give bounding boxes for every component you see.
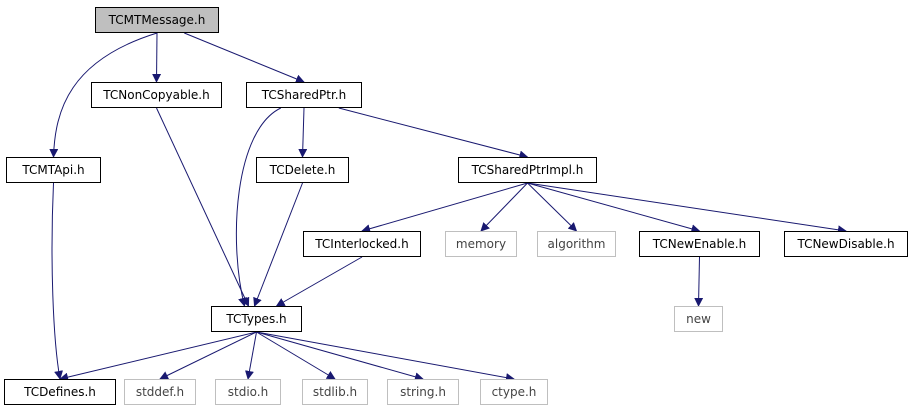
node-ctype[interactable]: ctype.h xyxy=(480,379,548,405)
node-memory[interactable]: memory xyxy=(445,231,517,257)
edge-tcsharedptr-to-tcdelete xyxy=(298,107,308,158)
edge-tcsharedptrimpl-to-tcnewenable xyxy=(527,182,701,234)
node-tcdefines[interactable]: TCDefines.h xyxy=(4,379,116,405)
edge-tcmtmessage-to-tcnoncopyable xyxy=(152,32,162,83)
node-stddef[interactable]: stddef.h xyxy=(124,379,196,405)
edge-tcsharedptrimpl-to-algorithm xyxy=(527,182,578,232)
node-algorithm[interactable]: algorithm xyxy=(537,231,616,257)
edge-tcsharedptrimpl-to-tcinterlocked xyxy=(361,182,528,234)
edge-tcsharedptr-to-tctypes xyxy=(235,107,282,307)
node-tcmtapi[interactable]: TCMTApi.h xyxy=(6,157,101,183)
edge-tcmtapi-to-tcdefines xyxy=(51,182,64,380)
edge-tcmtmessage-to-tcsharedptr xyxy=(184,32,305,84)
node-stdlib[interactable]: stdlib.h xyxy=(302,379,368,405)
edge-tcsharedptrimpl-to-tcnewdisable xyxy=(527,182,847,235)
node-tcnewenable[interactable]: TCNewEnable.h xyxy=(639,231,760,257)
edge-tctypes-to-stdio xyxy=(245,331,257,380)
node-string[interactable]: string.h xyxy=(387,379,459,405)
edge-tctypes-to-stddef xyxy=(159,331,257,380)
edge-tcmtmessage-to-tcmtapi xyxy=(49,32,158,158)
node-tcinterlocked[interactable]: TCInterlocked.h xyxy=(303,231,421,257)
node-tcnewdisable[interactable]: TCNewDisable.h xyxy=(784,231,908,257)
edge-tcinterlocked-to-tctypes xyxy=(275,256,363,307)
node-stdio[interactable]: stdio.h xyxy=(215,379,281,405)
node-tcdelete[interactable]: TCDelete.h xyxy=(256,157,349,183)
node-tctypes[interactable]: TCTypes.h xyxy=(211,306,302,332)
edge-tctypes-to-stdlib xyxy=(256,331,336,380)
edge-tcnoncopyable-to-tctypes xyxy=(156,107,250,307)
edge-tcnewenable-to-new xyxy=(694,256,704,307)
node-tcsharedptrimpl[interactable]: TCSharedPtrImpl.h xyxy=(458,157,597,183)
edge-tcsharedptr-to-tcsharedptrimpl xyxy=(338,107,529,160)
node-tcmtmessage[interactable]: TCMTMessage.h xyxy=(95,7,219,33)
edge-tcdelete-to-tctypes xyxy=(253,182,303,307)
edge-tcsharedptrimpl-to-memory xyxy=(480,182,528,232)
edge-tctypes-to-string xyxy=(256,331,424,382)
node-new[interactable]: new xyxy=(674,306,723,332)
edge-tctypes-to-tcdefines xyxy=(59,331,257,382)
edge-tctypes-to-ctype xyxy=(256,331,515,382)
node-tcsharedptr[interactable]: TCSharedPtr.h xyxy=(246,82,362,108)
node-tcnoncopyable[interactable]: TCNonCopyable.h xyxy=(91,82,222,108)
